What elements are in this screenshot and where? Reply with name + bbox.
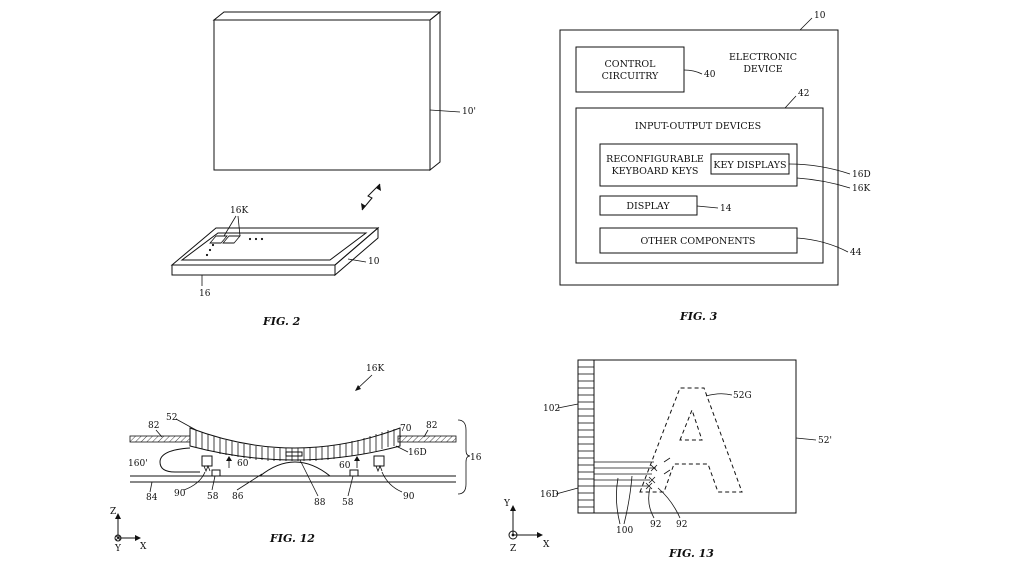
wireless-link-icon: [361, 183, 381, 211]
rkk-line2: KEYBOARD KEYS: [612, 166, 699, 177]
ref-102: 102: [543, 404, 560, 414]
ref-100: 100: [616, 526, 633, 536]
ref-52g: 52G: [733, 391, 752, 401]
keycap-70: [189, 427, 401, 461]
ref-16d: 16D: [852, 170, 871, 180]
axis-y-fig13: Y: [503, 499, 511, 509]
ref-device-10: 10: [814, 11, 826, 21]
ref-86: 86: [232, 492, 244, 502]
other-components-box: [599, 227, 798, 254]
axis-y-fig12: Y: [114, 544, 122, 554]
ref-160-prime: 160': [128, 459, 148, 469]
io-devices-box: [575, 107, 824, 264]
fig12: 16K: [110, 364, 482, 554]
ref-monitor: 10': [462, 107, 476, 117]
ref-keys-16k: 16K: [230, 206, 248, 216]
ref-58-right: 58: [342, 498, 354, 508]
ref-display-14: 14: [720, 204, 732, 214]
key-displays-label: KEY DISPLAYS: [713, 160, 786, 171]
io-label: INPUT-OUTPUT DEVICES: [635, 121, 761, 132]
device-label-line2: DEVICE: [743, 64, 782, 75]
axis-z-fig12: Z: [110, 507, 116, 517]
intersection-marks-92: [645, 464, 658, 490]
ref-surface-16: 16: [199, 289, 211, 299]
ref-90-left: 90: [174, 489, 186, 499]
ref-keyboard-10: 10: [368, 257, 380, 267]
ref-84: 84: [146, 493, 158, 503]
key-strip-102: [577, 359, 595, 514]
ref-82-right: 82: [426, 421, 437, 431]
display-box: [599, 195, 698, 216]
ref-io-42: 42: [798, 89, 809, 99]
ref-82-left: 82: [148, 421, 159, 431]
control-circuitry-box: [575, 46, 685, 93]
light-rays-100: [594, 461, 656, 487]
ref-16d-fig13: 16D: [540, 490, 559, 500]
fig3: 10 ELECTRONIC DEVICE CONTROL CIRCUITRY 4…: [559, 11, 871, 323]
electronic-device-box: [559, 29, 839, 286]
fig13: 102 52G 52' 16D 100 92 92 Y Z X FIG. 13: [503, 359, 832, 560]
device-label-line1: ELECTRONIC: [729, 52, 797, 63]
control-line1: CONTROL: [605, 59, 657, 70]
fig13-caption: FIG. 13: [668, 547, 714, 560]
ref-16-bracket: 16: [470, 453, 482, 463]
ref-60-right: 60: [339, 461, 351, 471]
ref-16k-fig12: 16K: [366, 364, 384, 374]
axis-x-fig13: X: [543, 540, 550, 550]
other-components-label: OTHER COMPONENTS: [641, 236, 756, 247]
ref-control-40: 40: [704, 70, 716, 80]
display-label: DISPLAY: [626, 201, 670, 212]
rkk-line1: RECONFIGURABLE: [606, 154, 704, 165]
control-line2: CIRCUITRY: [602, 71, 659, 82]
ref-52-prime: 52': [818, 436, 832, 446]
ref-52: 52: [166, 413, 177, 423]
ref-other-44: 44: [850, 248, 862, 258]
ref-92-left: 92: [650, 520, 661, 530]
ref-92-right: 92: [676, 520, 687, 530]
ref-88: 88: [314, 498, 326, 508]
ref-16d-fig12: 16D: [408, 448, 427, 458]
axes-fig13: [508, 505, 543, 540]
reconfigurable-keys-box: [599, 143, 798, 187]
fig12-caption: FIG. 12: [269, 532, 315, 545]
axis-x-fig12: X: [140, 542, 147, 552]
fig3-caption: FIG. 3: [679, 310, 718, 323]
axis-z-fig13: Z: [510, 544, 516, 554]
ref-60-left: 60: [237, 459, 249, 469]
glyph-52g: [639, 387, 743, 493]
ref-16k: 16K: [852, 184, 870, 194]
fig2: 10' 16K 10 16 FIG. 2: [170, 10, 476, 328]
ref-90-right: 90: [403, 492, 415, 502]
keyboard-device-10: [170, 226, 380, 277]
ref-58-left: 58: [207, 492, 219, 502]
axes-fig12: [114, 513, 141, 542]
housing-82-right: [397, 435, 457, 443]
housing-82-left: [129, 435, 191, 443]
ref-70: 70: [400, 424, 412, 434]
monitor-10-prime: [212, 10, 442, 172]
fig2-caption: FIG. 2: [262, 315, 301, 328]
display-52-prime: [577, 359, 797, 514]
